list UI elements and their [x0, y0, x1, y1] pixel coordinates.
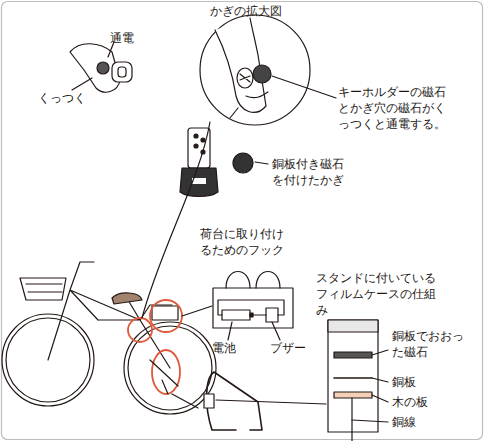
label-text: 銅板でおおった磁石	[392, 328, 464, 360]
label-text: 銅板付き磁石を付けたかぎ	[272, 156, 356, 188]
label-text: 銅線	[392, 414, 416, 430]
label-text: 銅板	[392, 374, 416, 390]
label-text: 電池	[212, 340, 236, 356]
label-text: キーホルダーの磁石とかぎ穴の磁石がくっつくと通電する。	[338, 84, 456, 132]
label-text: 荷台に取り付けるためのフック	[200, 226, 295, 258]
label-text: 木の板	[392, 394, 428, 410]
label-text: かぎの拡大図	[210, 3, 282, 19]
label-text: 通電	[110, 30, 134, 46]
label-text: くっつく	[38, 90, 86, 106]
label-text: ブザー	[270, 340, 306, 356]
label-text: スタンドに付いているフィルムケースの仕組み	[316, 270, 445, 318]
